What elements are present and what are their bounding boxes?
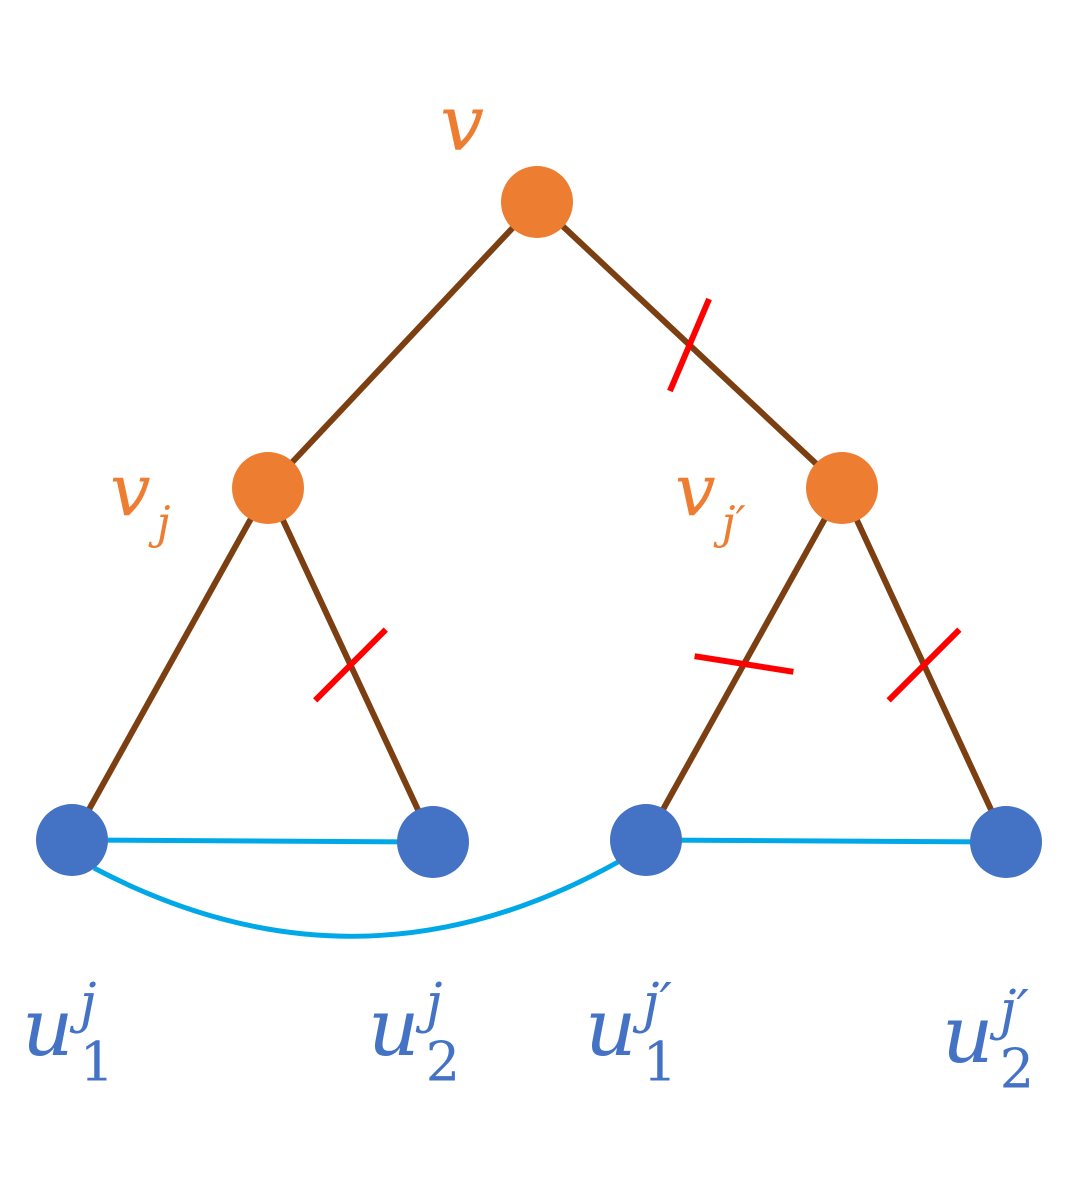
label-base-vjp: v — [675, 448, 716, 532]
label-sup-u1j: j — [70, 971, 97, 1034]
label-base-vj: v — [110, 448, 151, 532]
label-sub-u2jp: 2 — [1000, 1038, 1035, 1101]
label-base-u1jp: u — [585, 981, 637, 1074]
cut-mark-v-vjp — [667, 297, 712, 393]
nodes — [36, 166, 1042, 878]
leaf-node-u2j — [397, 806, 469, 878]
leaf-edge-u1jp-u2jp — [645, 837, 1007, 845]
cut-mark-vjp-u1jp — [694, 653, 794, 675]
cut-mark-vj-u2j — [313, 627, 388, 703]
label-base-u2jp: u — [942, 988, 994, 1081]
tree-edge-v-vj — [265, 199, 540, 491]
internal-node-vjp — [806, 452, 878, 524]
leaf-edges — [71, 837, 1007, 939]
label-sub-u2j: 2 — [426, 1031, 461, 1094]
leaf-edge-u1j-u1jp — [92, 859, 620, 939]
tree-edge-vj-u1j — [69, 486, 271, 842]
label-base-u1j: u — [22, 981, 74, 1074]
label-sup-u2jp: j′ — [990, 978, 1029, 1041]
label-v: v — [440, 79, 484, 169]
leaf-node-u1j — [36, 804, 108, 876]
leaf-node-u2jp — [970, 806, 1042, 878]
label-sup-u2j: j — [416, 971, 443, 1034]
internal-node-vj — [232, 452, 304, 524]
cut-marks — [313, 297, 962, 703]
internal-node-v — [501, 166, 573, 238]
cut-mark-vjp-u2jp — [886, 627, 962, 703]
label-sub-u1jp: 1 — [643, 1031, 678, 1094]
leaf-edge-u1j-u2j — [71, 837, 434, 845]
leaf-node-u1jp — [610, 804, 682, 876]
label-base-u2j: u — [368, 981, 420, 1074]
tree-edges — [69, 199, 1009, 844]
label-base-v: v — [440, 79, 484, 169]
label-sub-u1j: 1 — [80, 1031, 115, 1094]
label-sub-vj: j — [148, 497, 171, 549]
label-sup-u1jp: j′ — [633, 971, 672, 1034]
label-sub-vjp: j′ — [713, 497, 746, 549]
